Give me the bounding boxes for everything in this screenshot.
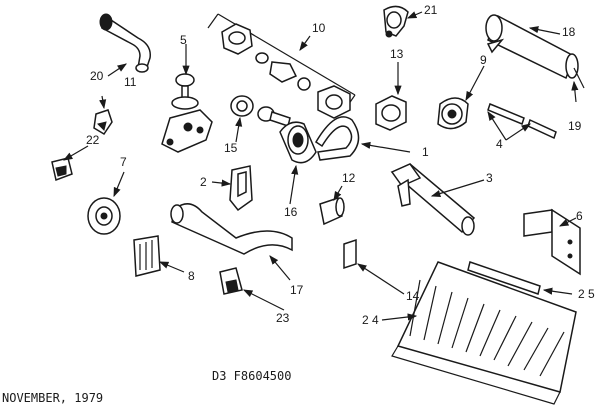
label-part-24: 2 4	[362, 313, 379, 327]
part-3-tube-illustration	[390, 163, 476, 236]
label-part-11: 11	[124, 75, 137, 89]
part-12-spacer-illustration	[319, 197, 345, 226]
label-part-17: 17	[290, 283, 304, 297]
label-part-22: 22	[86, 133, 100, 147]
part-13-nut-illustration	[375, 95, 407, 131]
label-part-19: 19	[568, 119, 582, 133]
part-18-cylinder-illustration	[485, 14, 585, 89]
part-9-collar-illustration	[437, 97, 469, 130]
part-4-pins-illustration	[487, 103, 557, 140]
label-part-2: 2	[200, 175, 207, 189]
leader-lines	[62, 11, 579, 321]
label-part-21: 21	[424, 3, 438, 17]
part-7-disc-illustration	[87, 197, 121, 235]
part-24-grate-illustration	[391, 261, 577, 405]
drawing-code: D3 F8604500	[212, 369, 291, 383]
part-10-fittings-illustration	[207, 13, 356, 119]
label-part-13: 13	[390, 47, 404, 61]
label-part-9: 9	[480, 53, 487, 67]
label-part-18: 18	[562, 25, 576, 39]
label-part-4: 4	[496, 137, 503, 151]
label-part-5: 5	[180, 33, 187, 47]
part-17-grip-tube-illustration	[170, 203, 293, 255]
label-part-15: 15	[224, 141, 238, 155]
part-labels: 20 5 10 21 18 11 13 9 22 15 1 4 19 7 2 3…	[86, 3, 595, 327]
label-part-6: 6	[576, 209, 583, 223]
publication-date: NOVEMBER, 1979	[2, 391, 103, 405]
label-part-14: 14	[406, 289, 420, 303]
label-part-10: 10	[312, 21, 326, 35]
part-14-clip-illustration	[343, 238, 357, 270]
part-5-valve-illustration	[161, 73, 213, 153]
label-part-20: 20	[90, 69, 104, 83]
part-23-bracket-illustration	[219, 267, 243, 295]
label-part-3: 3	[486, 171, 493, 185]
part-11-bracket-illustration	[93, 109, 113, 136]
part-2-u-bracket-illustration	[229, 165, 253, 212]
part-1-j-bolt-illustration	[314, 116, 360, 161]
label-part-23: 23	[276, 311, 290, 325]
label-part-8: 8	[188, 269, 195, 283]
part-21-clamp-illustration	[383, 5, 409, 38]
part-25-strip-illustration	[467, 261, 541, 295]
label-part-12: 12	[342, 171, 356, 185]
part-16-sleeve-illustration	[279, 121, 317, 164]
part-8-block-illustration	[133, 235, 161, 277]
label-part-7: 7	[120, 155, 127, 169]
part-20-bent-handle-illustration	[99, 13, 151, 73]
label-part-25: 2 5	[578, 287, 595, 301]
label-part-1: 1	[422, 145, 429, 159]
part-22-clip-illustration	[51, 157, 73, 182]
part-15-washer-illustration	[230, 95, 291, 127]
label-part-16: 16	[284, 205, 298, 219]
